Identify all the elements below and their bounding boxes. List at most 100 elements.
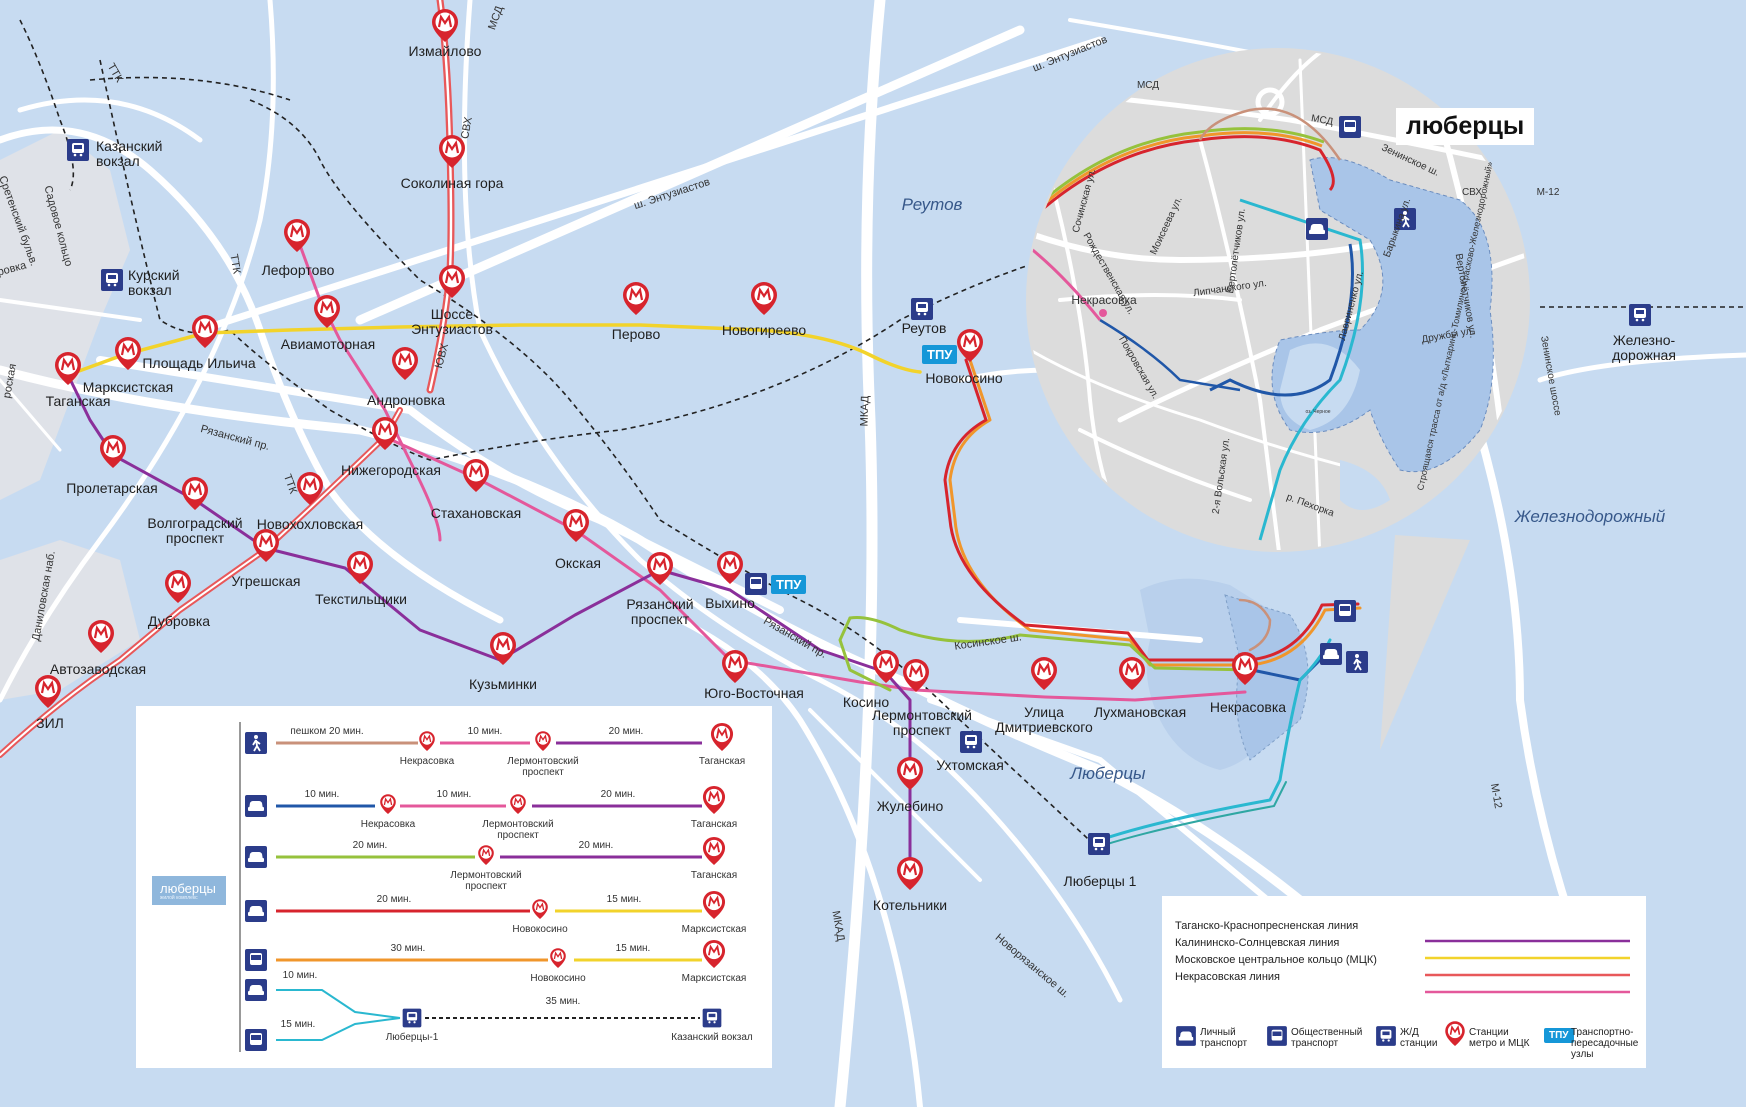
car-icon xyxy=(1306,218,1328,240)
walk-icon xyxy=(1345,650,1369,674)
metro-station-lefortovo: Лефортово xyxy=(261,262,335,278)
metro-station-zhulebino: Жулебино xyxy=(876,798,944,814)
metro-station-aviamotornaya: Авиамоторная xyxy=(280,336,376,352)
legend-icon-label: Общественный транспорт xyxy=(1291,1027,1363,1049)
inset-label-i_nekrasovka: Некрасовка xyxy=(1071,293,1137,307)
metro-icon xyxy=(437,133,467,170)
car-icon xyxy=(245,795,267,817)
metro-icon xyxy=(720,648,750,685)
metro-station-novokhokhlovskaya: Новохохловская xyxy=(256,516,364,532)
metro-station-yugo: Юго-Восточная xyxy=(704,685,804,701)
route-time-label: 10 мин. xyxy=(282,970,318,981)
route-stop-label: Лермонтовский проспект xyxy=(450,870,522,892)
rail-station-ukhtomskaya: Ухтомская xyxy=(936,757,1004,773)
metro-icon xyxy=(430,7,460,44)
route-time-label: 10 мин. xyxy=(436,789,472,800)
metro-icon xyxy=(895,855,925,892)
metro-icon xyxy=(461,457,491,494)
car-icon xyxy=(245,846,267,868)
metro-icon xyxy=(98,433,128,470)
metro-station-zil: ЗИЛ xyxy=(36,715,64,731)
route-time-label: 20 мин. xyxy=(352,840,388,851)
bus-icon xyxy=(1339,116,1361,138)
bus-icon xyxy=(745,573,767,595)
metro-station-nekrasovka: Некрасовка xyxy=(1209,699,1287,715)
car-icon xyxy=(1320,643,1342,665)
route-time-label: 15 мин. xyxy=(615,943,651,954)
car-icon xyxy=(245,979,267,1001)
route-stop-label: Таганская xyxy=(698,756,746,767)
metro-icon xyxy=(955,327,985,364)
route-stop-label: Некрасовка xyxy=(399,756,455,767)
train-icon xyxy=(1629,304,1651,326)
route-time-label: пешком 20 мин. xyxy=(290,726,364,737)
metro-station-lermontovsky: Лермонтовский проспект xyxy=(872,707,972,738)
metro-icon xyxy=(749,280,779,317)
legend-icon-label: Личный транспорт xyxy=(1200,1027,1248,1049)
metro-station-tekstilshchiki: Текстильщики xyxy=(315,591,407,607)
route-stop-label: Новокосино xyxy=(530,973,586,984)
route-stop-label: Новокосино xyxy=(512,924,568,935)
legend-line-label: Таганско-Краснопресненская линия xyxy=(1175,920,1359,932)
rail-station-zheleznodorozhnaya: Железно- дорожная xyxy=(1612,332,1676,363)
legend-icon-label: Транспортно- пересадочные узлы xyxy=(1571,1027,1639,1060)
legend-lines xyxy=(1425,939,1630,994)
car-icon xyxy=(245,900,267,922)
metro-station-proletarskaya: Пролетарская xyxy=(66,480,158,496)
tpu-icon: ТПУ xyxy=(1544,1028,1574,1043)
bus-icon xyxy=(245,949,267,971)
metro-station-dubrovka: Дубровка xyxy=(147,613,211,629)
route-time-label: 20 мин. xyxy=(376,894,412,905)
route-stop-label: Лермонтовский проспект xyxy=(507,756,579,778)
metro-station-kuzminki: Кузьминки xyxy=(469,676,537,692)
route-stop-label: Таганская xyxy=(690,870,738,881)
tpu-badge: ТПУ xyxy=(922,345,958,364)
area-lyubertsy: Люберцы xyxy=(1070,764,1146,783)
train-icon xyxy=(67,139,89,161)
legend-icon-label: Станции метро и МЦК xyxy=(1469,1027,1530,1049)
metro-station-vykhino: Выхино xyxy=(705,595,755,611)
metro-icon xyxy=(390,345,420,382)
route-stop-label: Лермонтовский проспект xyxy=(482,819,554,841)
train-icon xyxy=(702,1008,722,1028)
brand-subtitle: жилой комплекс xyxy=(160,895,198,901)
route-time-label: 10 мин. xyxy=(304,789,340,800)
route-stop-label: Марксистская xyxy=(681,973,747,984)
route-time-label: 30 мин. xyxy=(390,943,426,954)
train-icon xyxy=(402,1008,422,1028)
route-time-label: 20 мин. xyxy=(608,726,644,737)
metro-station-izmaylovo: Измайлово xyxy=(408,43,482,59)
metro-station-ulitsa: Улица Дмитриевского xyxy=(995,704,1093,735)
metro-icon xyxy=(437,263,467,300)
route-stop-label: Таганская xyxy=(690,819,738,830)
route-time-label: 15 мин. xyxy=(606,894,642,905)
metro-icon xyxy=(312,293,342,330)
route-time-label: 20 мин. xyxy=(578,840,614,851)
legend-line-label: Калининско-Солнцевская линия xyxy=(1175,937,1340,949)
metro-icon xyxy=(163,568,193,605)
metro-station-kosino: Косино xyxy=(842,694,890,710)
route-stop-label: Люберцы-1 xyxy=(385,1032,439,1043)
metro-station-taganskaya: Таганская xyxy=(45,393,111,409)
car-icon xyxy=(1176,1026,1196,1046)
inset-label-i_m12: М-12 xyxy=(1536,187,1560,198)
route-stop-label: Некрасовка xyxy=(360,819,416,830)
metro-station-andronovka: Андроновка xyxy=(367,392,445,408)
metro-station-novokosino: Новокосино xyxy=(925,370,1003,386)
bus-icon xyxy=(1267,1026,1287,1046)
bus-icon xyxy=(245,1029,267,1051)
legend-line-label: Московское центральное кольцо (МЦК) xyxy=(1175,954,1377,966)
route-stop-label: Марксистская xyxy=(681,924,747,935)
road-label-mkad1: МКАД xyxy=(858,395,872,427)
metro-station-sokolinaya: Соколиная гора xyxy=(400,175,504,191)
routes-lines xyxy=(239,722,702,1052)
metro-station-shosse: Шоссе Энтузиастов xyxy=(411,306,493,337)
inset-label-i_chernoe: оз. Черное xyxy=(1305,409,1331,415)
metro-icon xyxy=(895,755,925,792)
metro-lines xyxy=(0,0,1362,877)
rail-station-lyubertsy1: Люберцы 1 xyxy=(1063,873,1137,889)
